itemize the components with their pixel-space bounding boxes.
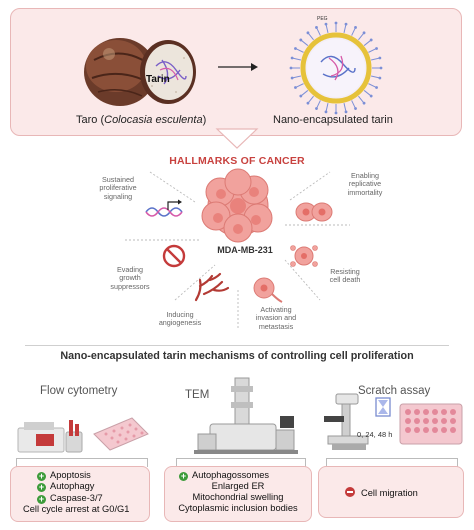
dna-signaling-icon bbox=[145, 199, 183, 217]
hallmark-label-replicative-immortality: Enabling replicative immortality bbox=[347, 171, 383, 197]
result-autophagosomes: +Autophagossomes bbox=[179, 470, 270, 481]
apoptotic-cell-icon bbox=[290, 245, 318, 267]
hallmarks-title: HALLMARKS OF CANCER bbox=[169, 155, 305, 167]
minus-icon bbox=[345, 487, 355, 497]
taro-root-illustration bbox=[84, 38, 196, 106]
blood-vessel-icon bbox=[194, 272, 230, 302]
tem-bracket bbox=[176, 458, 306, 467]
scratch-timepoints-label: 0, 24, 48 h bbox=[357, 430, 393, 439]
result-cytoplasmic-inclusion: Cytoplasmic inclusion bodies bbox=[178, 503, 298, 513]
tarin-label: Tarin bbox=[146, 74, 170, 85]
result-cell-migration: Cell migration bbox=[345, 487, 418, 499]
tem-results-box: +Autophagossomes Enlarged ER Mitochondri… bbox=[164, 466, 312, 522]
result-apoptosis: +Apoptosis bbox=[37, 470, 91, 481]
result-mitochondrial-swelling: Mitochondrial swelling bbox=[192, 492, 284, 502]
flow-cytometer-illustration bbox=[17, 417, 149, 453]
hallmark-label-evading-growth-suppressors: Evading growth suppressors bbox=[110, 265, 150, 291]
cell-line-label: MDA-MB-231 bbox=[217, 245, 273, 255]
scratch-assay-bracket bbox=[326, 458, 458, 467]
hallmark-label-inducing-angiogenesis: Inducing angiogenesis bbox=[158, 310, 202, 328]
plus-icon: + bbox=[37, 471, 46, 481]
chevron-down-icon bbox=[215, 128, 259, 149]
electron-microscope-illustration bbox=[194, 377, 298, 454]
tem-title: TEM bbox=[185, 389, 210, 401]
plus-icon: + bbox=[37, 493, 46, 504]
flow-cytometry-results-box: +Apoptosis +Autophagy +Caspase-3/7 Cell … bbox=[10, 466, 150, 522]
hallmark-connector-lines bbox=[125, 171, 350, 328]
scratch-assay-title: Scratch assay bbox=[358, 385, 431, 397]
flow-cytometry-bracket bbox=[16, 458, 148, 467]
hallmark-label-invasion-metastasis: Activating invasion and metastasis bbox=[255, 305, 297, 331]
no-entry-icon bbox=[162, 244, 186, 268]
nano-caption: Nano-encapsulated tarin bbox=[273, 114, 393, 126]
dividing-cell-icon bbox=[295, 202, 333, 222]
invading-cell-icon bbox=[253, 277, 283, 303]
cancer-cell-cluster-illustration bbox=[201, 168, 273, 243]
result-caspase: +Caspase-3/7 bbox=[37, 492, 103, 504]
taro-caption: Taro (Colocasia esculenta) bbox=[76, 114, 207, 126]
scratch-assay-illustration bbox=[324, 393, 463, 450]
scratch-assay-results-box: Cell migration bbox=[318, 466, 464, 518]
arrow-right-icon bbox=[218, 63, 258, 71]
plus-icon: + bbox=[37, 482, 46, 493]
peg-label: PEG bbox=[317, 16, 328, 22]
section-divider bbox=[25, 345, 449, 346]
result-cell-cycle-arrest: Cell cycle arrest at G0/G1 bbox=[23, 504, 130, 514]
plus-icon: + bbox=[179, 471, 188, 481]
result-enlarged-er: Enlarged ER bbox=[211, 481, 265, 491]
mechanisms-title: Nano-encapsulated tarin mechanisms of co… bbox=[60, 350, 414, 362]
nanoparticle-illustration bbox=[289, 21, 383, 115]
hallmark-label-sustained-proliferative-signaling: Sustained proliferative signaling bbox=[99, 175, 137, 201]
hallmark-label-resisting-cell-death: Resisting cell death bbox=[329, 267, 361, 285]
result-autophagy: +Autophagy bbox=[37, 481, 95, 493]
flow-cytometry-title: Flow cytometry bbox=[40, 385, 118, 397]
